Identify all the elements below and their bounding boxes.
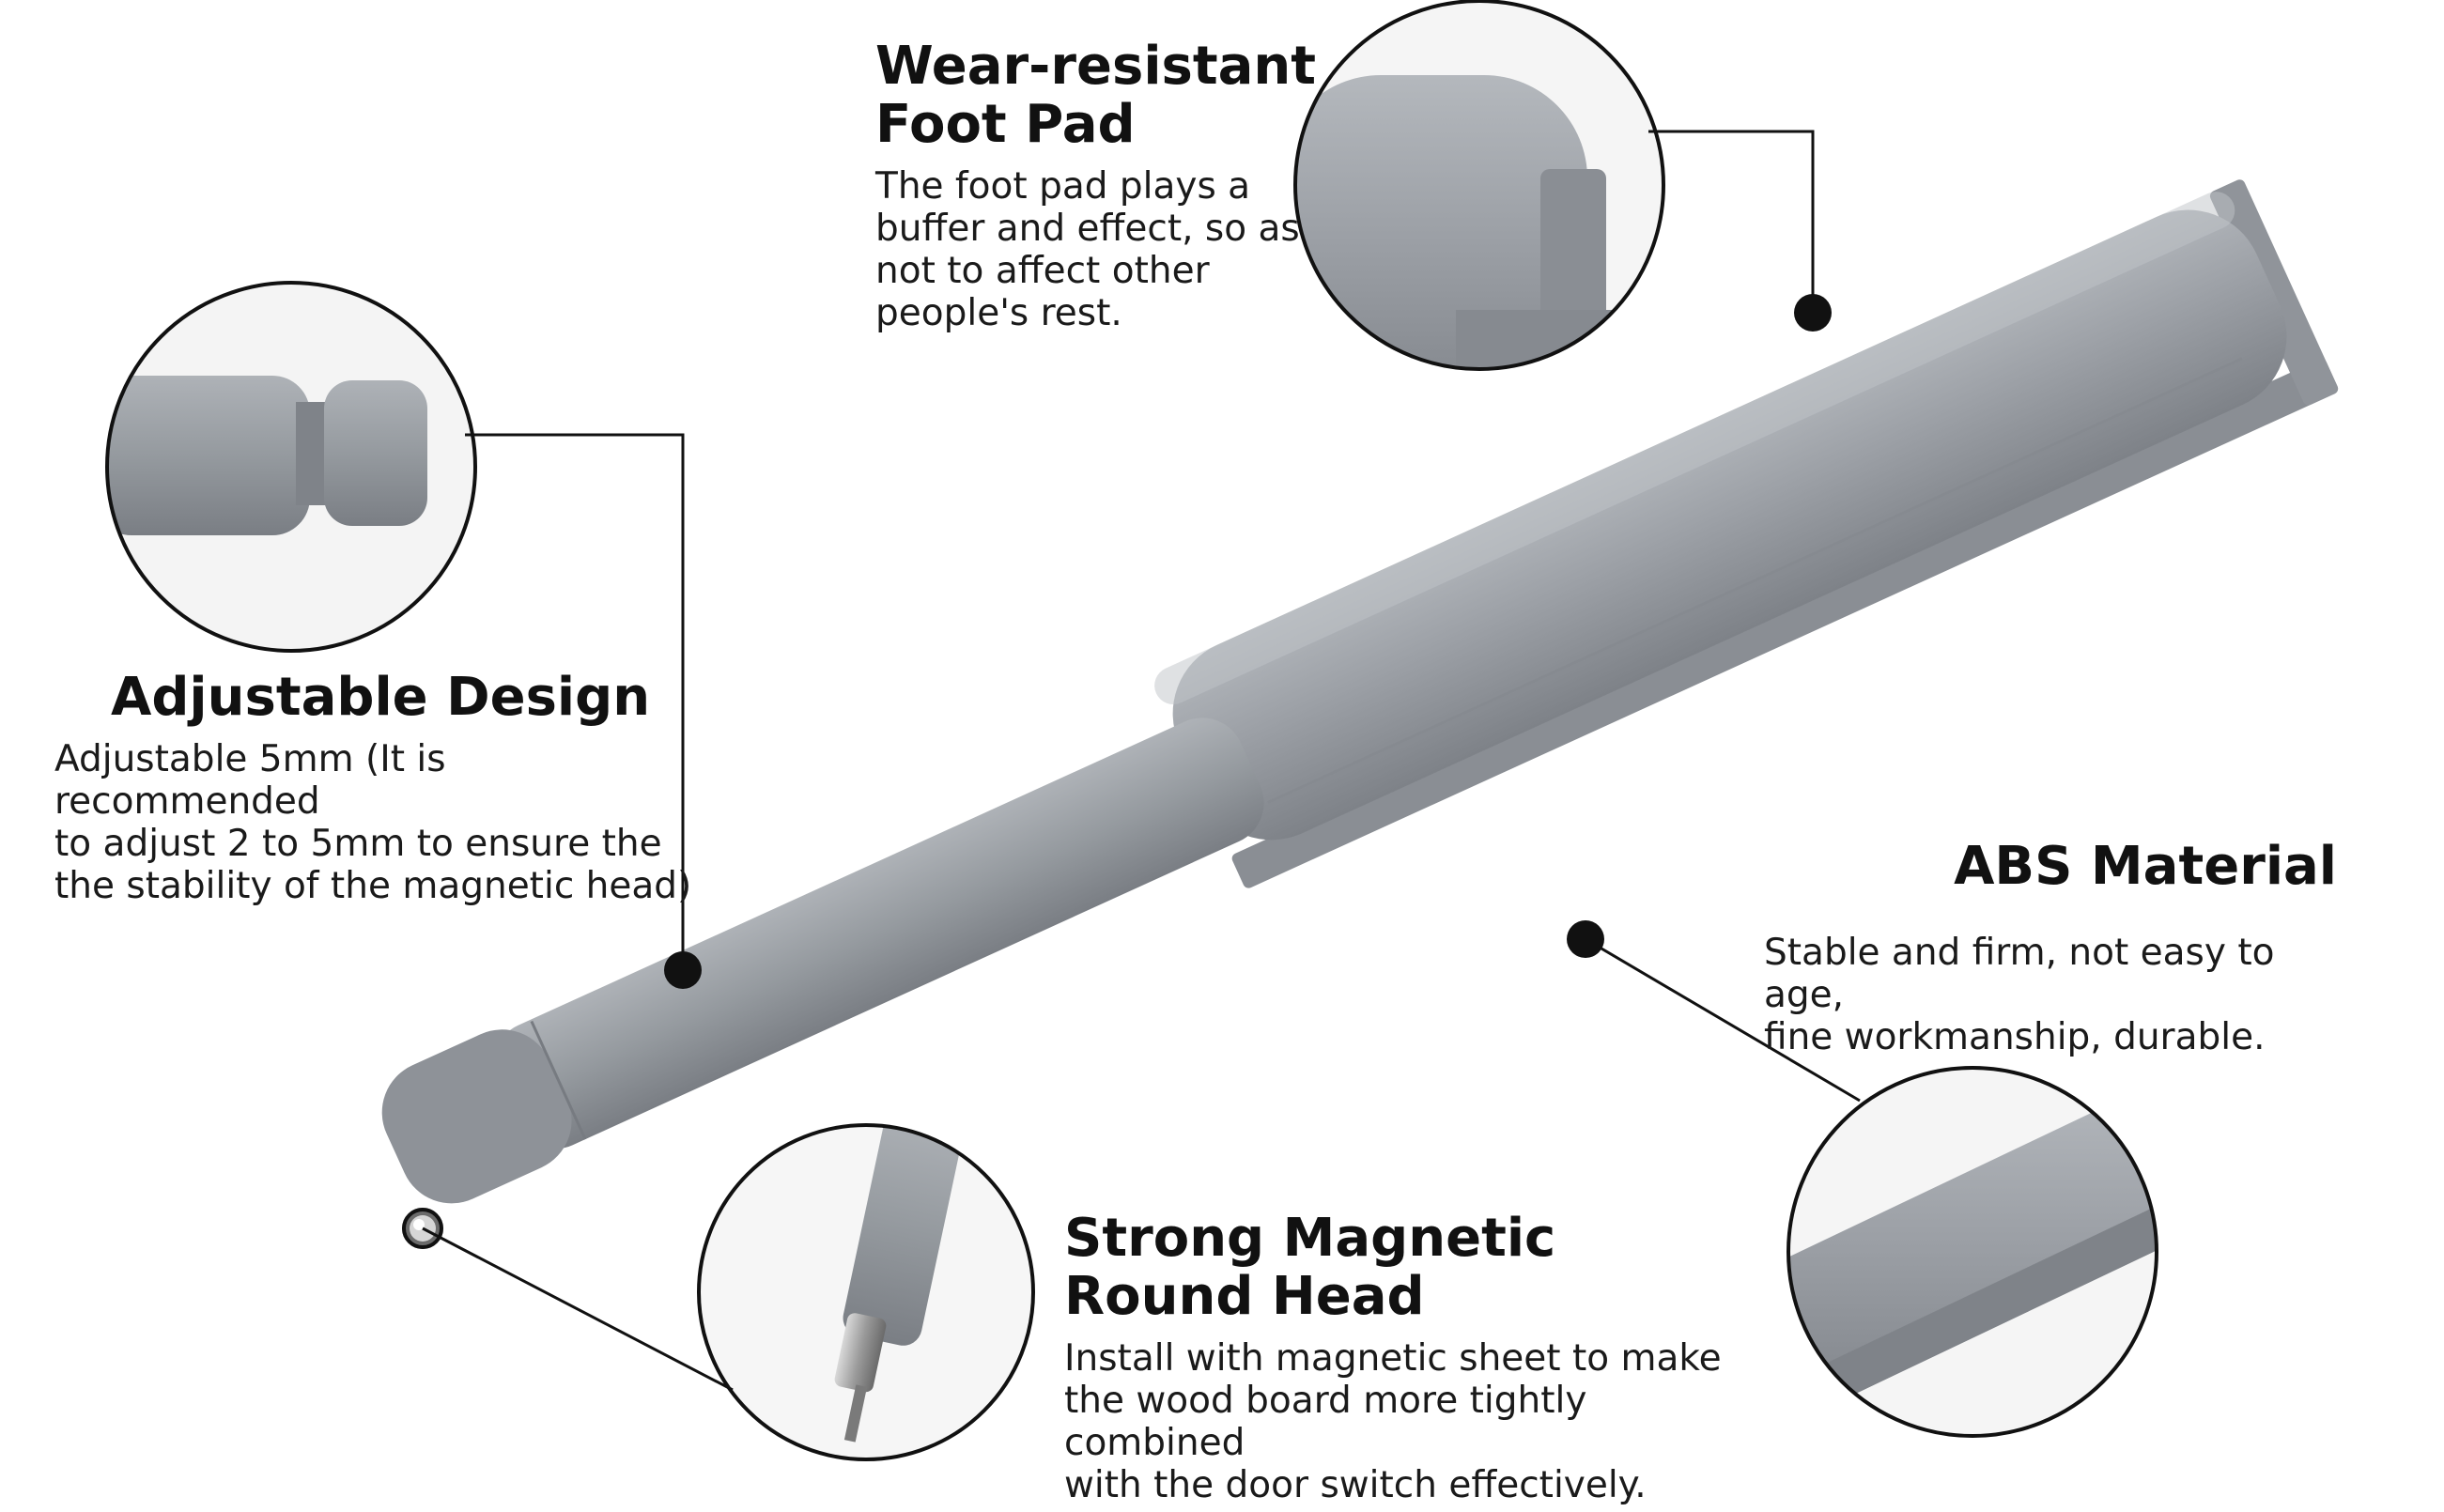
push-latch-product	[381, 179, 2339, 1249]
foot-pad-title: Wear-resistant Foot Pad	[875, 36, 1317, 155]
magnetic-title: Strong Magnetic Round Head	[1064, 1208, 1556, 1327]
feature-foot-pad: Wear-resistant Foot Pad The foot pad pla…	[875, 36, 1364, 335]
foot-pad-description: The foot pad plays a buffer and effect, …	[875, 165, 1300, 334]
foot-pad-detail-circle	[1293, 0, 1665, 371]
adjustable-detail-circle	[105, 281, 477, 653]
magnetic-head-detail-circle	[697, 1123, 1035, 1461]
feature-adjustable: Adjustable Design Adjustable 5mm (It is …	[54, 667, 712, 908]
magnetic-description: Install with magnetic sheet to make the …	[1064, 1337, 1722, 1506]
abs-detail-circle	[1787, 1066, 2158, 1438]
feature-magnetic: Strong Magnetic Round Head Install with …	[1064, 1208, 1778, 1507]
abs-description: Stable and firm, not easy to age, fine w…	[1764, 932, 2275, 1058]
abs-title: ABS Material	[1954, 836, 2337, 897]
adjustable-description: Adjustable 5mm (It is recommended to adj…	[54, 738, 692, 907]
adjustable-title: Adjustable Design	[111, 667, 651, 728]
callout-lines	[402, 130, 1861, 1392]
feature-abs: ABS Material Stable and firm, not easy t…	[1764, 836, 2346, 1059]
